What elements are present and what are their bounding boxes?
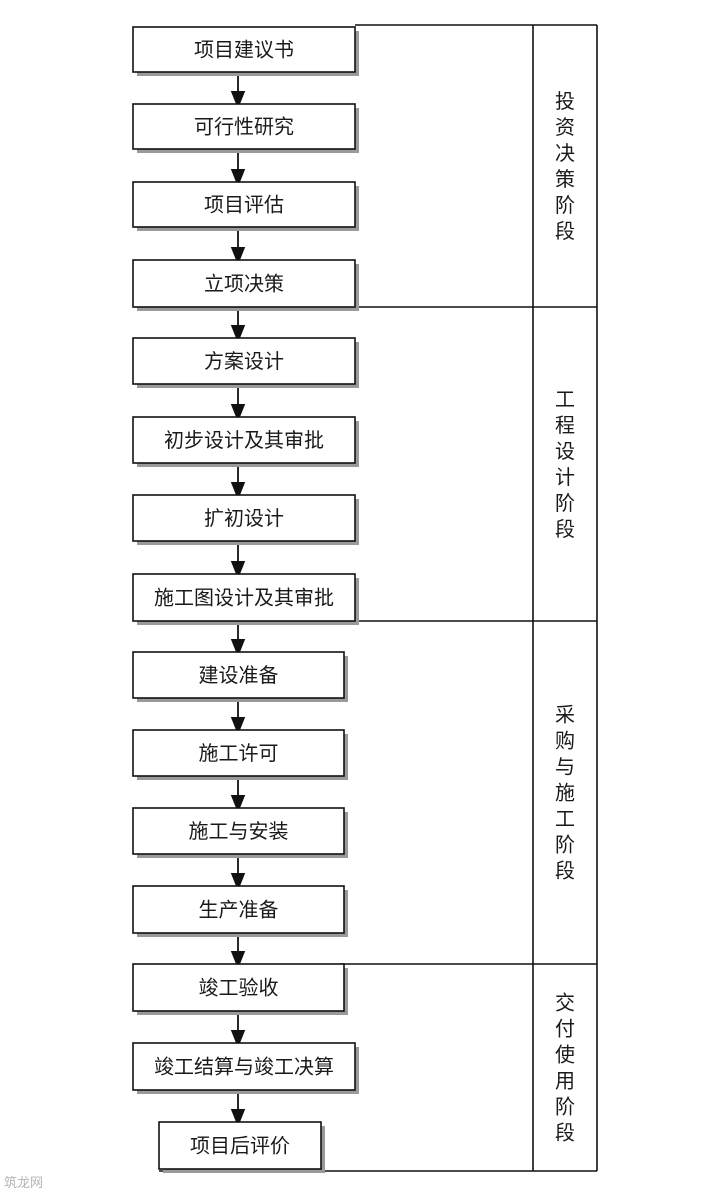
step-box-9: 建设准备 — [132, 651, 348, 702]
step-label: 施工图设计及其审批 — [154, 586, 334, 610]
step-label: 生产准备 — [199, 898, 279, 922]
step-label: 施工与安装 — [189, 819, 289, 843]
step-label: 项目建议书 — [194, 38, 294, 62]
phase-label-text: 采购与施工阶段 — [555, 703, 575, 883]
step-label: 方案设计 — [204, 349, 284, 373]
phase-label-2: 工程设计阶段 — [555, 387, 575, 541]
step-box-outline — [132, 963, 345, 1012]
step-label: 初步设计及其审批 — [164, 428, 324, 452]
step-box-1: 项目建议书 — [132, 26, 359, 76]
step-label: 项目评估 — [204, 193, 284, 217]
step-label: 建设准备 — [199, 663, 279, 687]
step-box-outline — [132, 103, 356, 150]
step-box-outline — [132, 26, 356, 73]
step-label: 项目后评价 — [190, 1134, 290, 1158]
step-box-6: 初步设计及其审批 — [132, 416, 359, 467]
phase-label-4: 交付使用阶段 — [555, 991, 575, 1145]
step-box-outline — [132, 729, 345, 777]
step-label: 扩初设计 — [204, 506, 284, 530]
step-box-outline — [132, 416, 356, 464]
step-box-10: 施工许可 — [132, 729, 348, 780]
step-label: 施工许可 — [199, 741, 279, 765]
step-box-8: 施工图设计及其审批 — [132, 573, 359, 625]
step-box-3: 项目评估 — [132, 181, 359, 231]
step-box-2: 可行性研究 — [132, 103, 359, 153]
step-box-outline — [132, 651, 345, 699]
step-box-14: 竣工结算与竣工决算 — [132, 1042, 359, 1094]
step-box-4: 立项决策 — [132, 259, 359, 311]
step-box-outline — [132, 807, 345, 855]
step-box-outline — [158, 1121, 322, 1170]
step-label: 可行性研究 — [194, 115, 294, 139]
phase-label-text: 交付使用阶段 — [555, 991, 575, 1145]
step-box-outline — [132, 181, 356, 228]
step-box-outline — [132, 573, 356, 622]
step-box-12: 生产准备 — [132, 885, 348, 937]
step-box-13: 竣工验收 — [132, 963, 348, 1015]
step-box-outline — [132, 337, 356, 385]
phase-label-3: 采购与施工阶段 — [555, 703, 575, 883]
step-box-11: 施工与安装 — [132, 807, 348, 858]
step-box-outline — [132, 1042, 356, 1091]
step-label: 竣工结算与竣工决算 — [154, 1055, 334, 1079]
step-box-outline — [132, 494, 356, 542]
phase-label-text: 投资决策阶段 — [555, 89, 575, 243]
step-box-15: 项目后评价 — [158, 1121, 325, 1173]
watermark: 筑龙网 — [4, 1176, 44, 1191]
step-label: 竣工验收 — [199, 976, 279, 1000]
step-box-outline — [132, 259, 356, 308]
step-label: 立项决策 — [204, 272, 284, 296]
step-boxes: 项目建议书可行性研究项目评估立项决策方案设计初步设计及其审批扩初设计施工图设计及… — [132, 26, 359, 1173]
step-box-5: 方案设计 — [132, 337, 359, 388]
step-box-outline — [132, 885, 345, 934]
phase-label-text: 工程设计阶段 — [555, 387, 575, 541]
phase-label-1: 投资决策阶段 — [555, 89, 575, 243]
step-box-7: 扩初设计 — [132, 494, 359, 545]
